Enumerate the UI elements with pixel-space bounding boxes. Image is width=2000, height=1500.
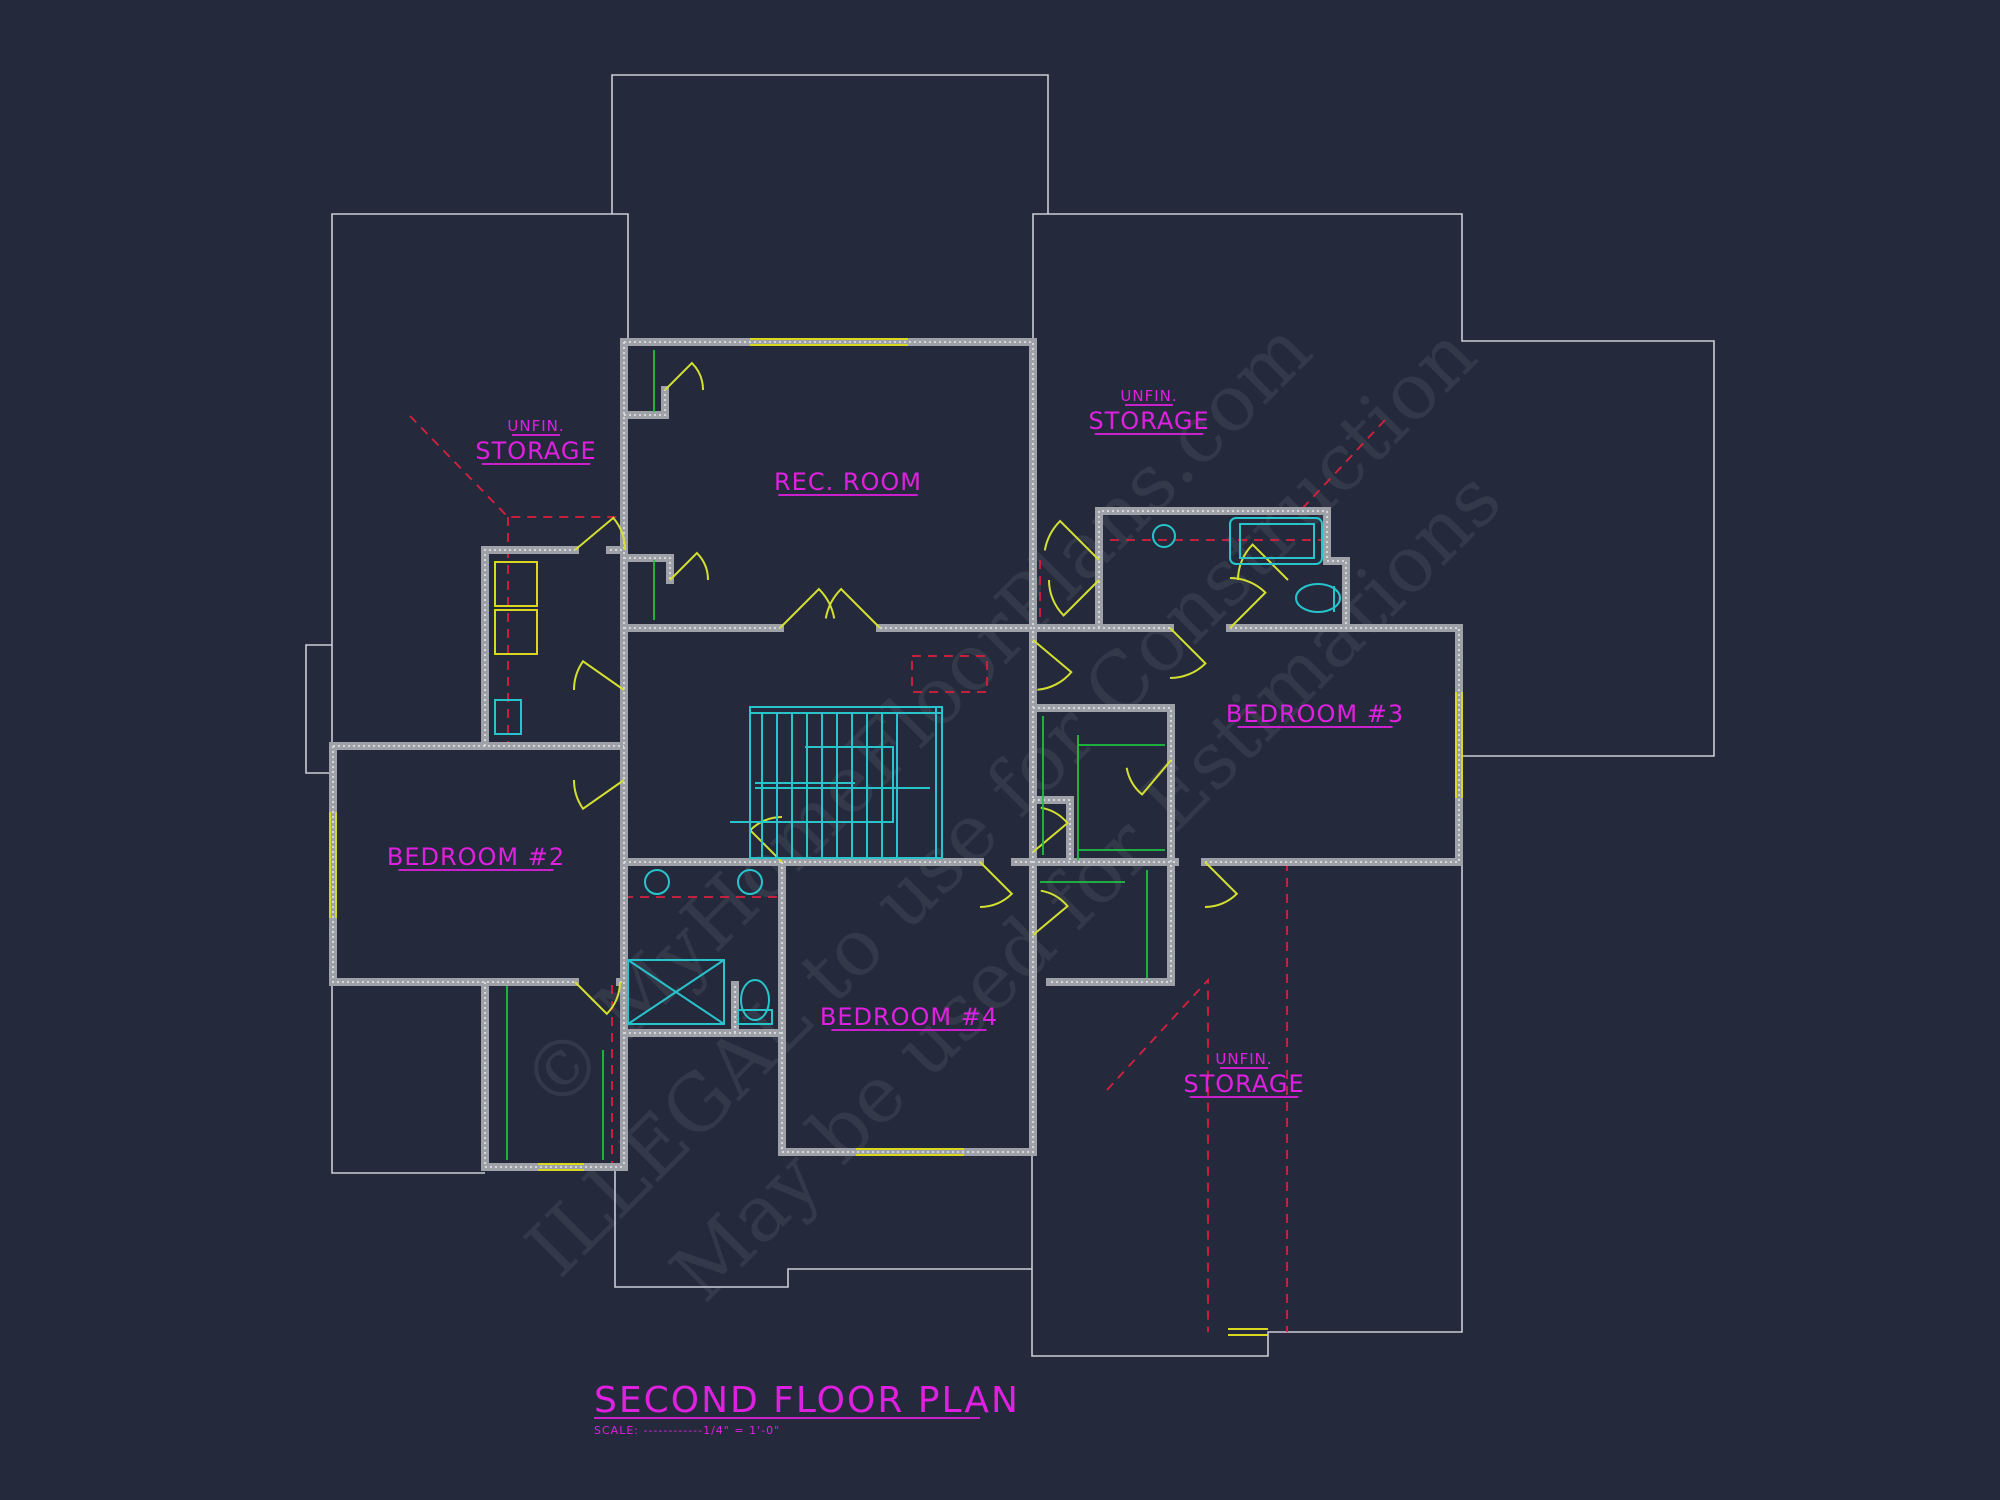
room-label-storage-left: UNFIN. STORAGE <box>475 417 596 465</box>
room-name: STORAGE <box>475 437 596 465</box>
room-label-storage-right: UNFIN. STORAGE <box>1088 387 1209 435</box>
door-swing <box>1032 889 1069 936</box>
room-label-rec-room: REC. ROOM <box>774 468 922 496</box>
room-label-bedroom-3: BEDROOM #3 <box>1226 700 1404 728</box>
door-swing <box>1229 576 1267 629</box>
room-labels: UNFIN. STORAGE REC. ROOM UNFIN. STORAGE BEDRO… <box>387 387 1404 1098</box>
room-label-bedroom-2: BEDROOM #2 <box>387 843 565 871</box>
door-swing <box>1047 579 1100 617</box>
room-name: BEDROOM #3 <box>1226 700 1404 728</box>
room-name: REC. ROOM <box>774 468 922 496</box>
door-swing <box>574 981 621 1016</box>
door-swing <box>1043 519 1100 561</box>
drawing-scale: SCALE: ------------1/4" = 1'-0" <box>594 1424 780 1437</box>
windows <box>329 338 1463 1336</box>
watermark-line-2: ILLEGAL to use for Construction <box>510 310 1494 1294</box>
room-name: STORAGE <box>1088 407 1209 435</box>
walls <box>329 338 1463 1171</box>
room-name: BEDROOM #2 <box>387 843 565 871</box>
room-label-storage-bottom: UNFIN. STORAGE <box>1183 1050 1304 1098</box>
door-swing <box>1125 759 1172 796</box>
bath-fixtures <box>494 517 1341 1025</box>
staircase <box>730 706 943 859</box>
room-sublabel: UNFIN. <box>1215 1050 1272 1068</box>
door-swing <box>1169 627 1207 680</box>
door-swing <box>664 361 705 391</box>
door-swing <box>1032 639 1073 691</box>
drawing-title: SECOND FLOOR PLAN <box>594 1380 1020 1421</box>
closet-shelves <box>506 350 1165 1160</box>
door-swing <box>1204 861 1239 908</box>
hidden-lines <box>409 415 1386 1332</box>
room-sublabel: UNFIN. <box>507 417 564 435</box>
door-swing <box>572 659 625 691</box>
roof-outline <box>305 74 1715 1357</box>
door-swing <box>572 779 625 811</box>
room-name: STORAGE <box>1183 1070 1304 1098</box>
room-label-bedroom-4: BEDROOM #4 <box>820 1003 998 1031</box>
door-swing <box>979 861 1014 908</box>
room-name: BEDROOM #4 <box>820 1003 998 1031</box>
watermark: © MyHomeFloorPlans.com ILLEGAL to use fo… <box>505 305 1519 1319</box>
title-block: SECOND FLOOR PLAN SCALE: ------------1/4… <box>594 1380 1020 1437</box>
door-swing <box>669 551 710 581</box>
door-swing <box>779 587 836 629</box>
room-sublabel: UNFIN. <box>1120 387 1177 405</box>
door-swing <box>824 587 881 629</box>
door-swing <box>574 516 626 551</box>
